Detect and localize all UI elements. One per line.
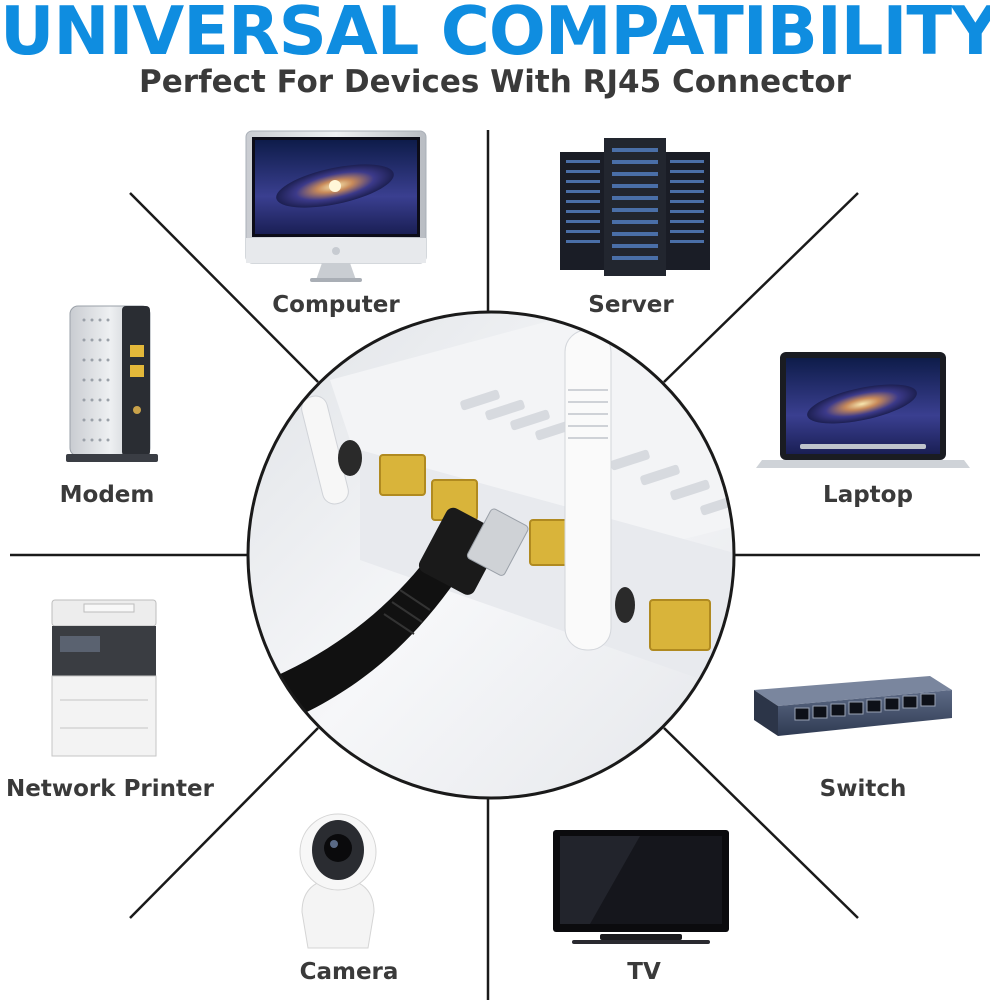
label-tv: TV bbox=[627, 959, 661, 985]
television-icon bbox=[553, 830, 729, 944]
label-modem: Modem bbox=[59, 482, 155, 508]
modem-icon bbox=[66, 305, 158, 462]
label-network-printer: Network Printer bbox=[6, 776, 214, 802]
label-camera: Camera bbox=[299, 959, 399, 985]
page-subtitle: Perfect For Devices With RJ45 Connector bbox=[139, 64, 851, 100]
router-with-ethernet-cable-icon bbox=[246, 310, 736, 800]
desktop-monitor-icon bbox=[245, 130, 427, 282]
radial-lines bbox=[10, 130, 980, 1000]
page-title: UNIVERSAL COMPATIBILITY bbox=[0, 0, 990, 70]
printer-icon bbox=[51, 599, 157, 757]
label-computer: Computer bbox=[272, 292, 400, 318]
network-switch-icon bbox=[754, 676, 952, 736]
server-rack-icon bbox=[560, 138, 710, 276]
label-server: Server bbox=[588, 292, 674, 318]
label-switch: Switch bbox=[819, 776, 907, 802]
security-camera-icon bbox=[299, 813, 377, 949]
laptop-icon bbox=[756, 352, 970, 468]
label-laptop: Laptop bbox=[823, 482, 913, 508]
